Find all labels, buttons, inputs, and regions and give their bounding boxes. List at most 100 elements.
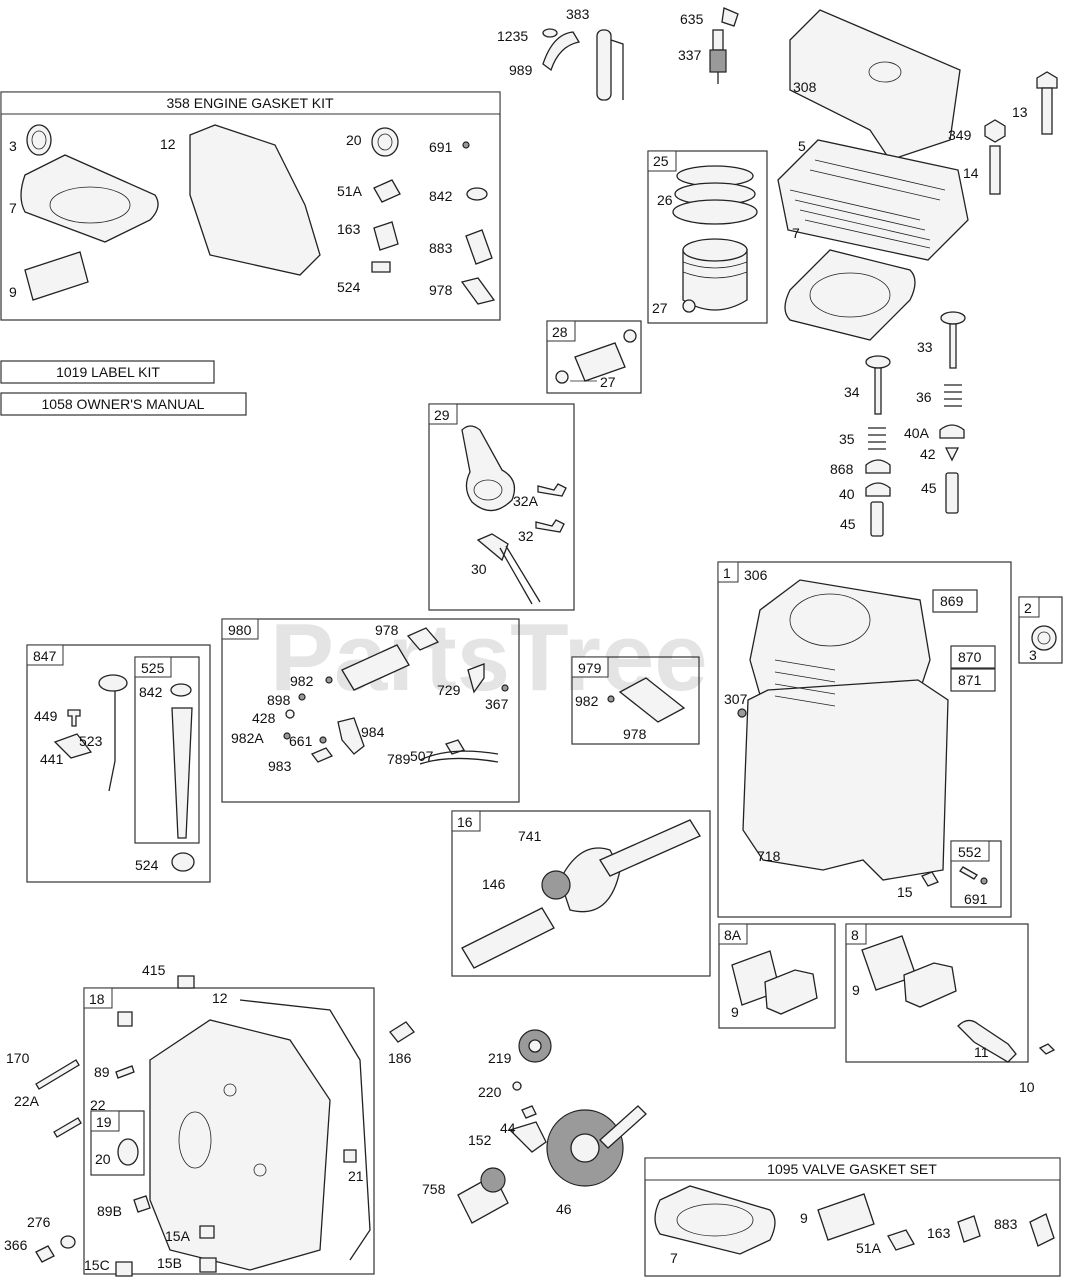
clip-27[interactable]: [682, 299, 696, 313]
gasket-163-set[interactable]: [957, 1215, 981, 1243]
crankcase-block[interactable]: [742, 679, 949, 881]
screw-449[interactable]: [67, 709, 81, 727]
spring-35[interactable]: [868, 427, 886, 450]
seal-524[interactable]: [371, 261, 391, 273]
seal-3-block[interactable]: [1031, 625, 1057, 651]
bolt-170[interactable]: 170: [6, 1050, 80, 1090]
retainer-40A[interactable]: [939, 424, 965, 439]
ring-26[interactable]: [672, 199, 758, 225]
connecting-rod[interactable]: [461, 425, 516, 512]
breather-tube-11[interactable]: [957, 1019, 1017, 1063]
screw-367[interactable]: [501, 684, 509, 692]
plug-15A[interactable]: [199, 1225, 215, 1239]
bolt-22[interactable]: [115, 1065, 135, 1079]
seal-20[interactable]: [371, 127, 399, 157]
bolt-32A[interactable]: [537, 483, 567, 497]
plug-89[interactable]: [117, 1011, 133, 1027]
cylinder-head-5[interactable]: 5: [777, 138, 969, 261]
breather-gasket-9-set[interactable]: [817, 1193, 875, 1241]
screw-982[interactable]: [325, 676, 333, 684]
dipper-30[interactable]: [476, 533, 509, 562]
cover-plate[interactable]: [618, 677, 686, 723]
washer-1235[interactable]: [542, 28, 558, 38]
dipstick-cap[interactable]: [98, 674, 128, 692]
plug-15C[interactable]: [115, 1261, 133, 1277]
washer-220[interactable]: [512, 1081, 522, 1091]
screw-10[interactable]: 10: [1019, 1043, 1056, 1095]
oring-842[interactable]: [466, 187, 488, 201]
starter-motor[interactable]: [341, 644, 410, 691]
plug-21[interactable]: [343, 1149, 357, 1163]
bolt-32[interactable]: [535, 519, 565, 533]
pin-clip-upper[interactable]: [623, 329, 637, 343]
plug-366[interactable]: [35, 1245, 55, 1263]
shroud-308[interactable]: 308: [789, 9, 961, 161]
pin-552[interactable]: [959, 866, 978, 880]
retainer-40[interactable]: [865, 482, 891, 497]
dipstick-523[interactable]: [108, 691, 116, 792]
tube-383[interactable]: [596, 29, 612, 101]
bolt-22A[interactable]: 22A: [14, 1093, 82, 1138]
oring-691[interactable]: [462, 141, 470, 149]
screw-661[interactable]: [319, 736, 327, 744]
seal-20-sump[interactable]: [117, 1138, 139, 1166]
sump-cover[interactable]: [149, 1019, 331, 1271]
plug-15B[interactable]: [199, 1257, 217, 1273]
clip-989[interactable]: [542, 31, 581, 72]
nut-349[interactable]: 349: [948, 119, 1006, 143]
washer-276[interactable]: [60, 1235, 76, 1249]
head-gasket-7-set[interactable]: [654, 1185, 776, 1255]
gasket-978-starter[interactable]: [406, 627, 440, 651]
solenoid-983[interactable]: [310, 747, 334, 763]
seal-868[interactable]: [865, 459, 891, 474]
plug-415[interactable]: [177, 975, 195, 989]
plug-337[interactable]: [709, 49, 727, 73]
valve-33-head[interactable]: [940, 311, 966, 325]
seal-3[interactable]: [26, 124, 52, 156]
plug-15[interactable]: [921, 871, 939, 887]
pin-clip-lower[interactable]: [555, 370, 569, 384]
guide-45-right[interactable]: [945, 472, 959, 514]
screw-898[interactable]: [298, 693, 306, 701]
seal-524-tube[interactable]: [171, 852, 195, 872]
stud-14[interactable]: 14: [963, 145, 1001, 195]
gasket-12[interactable]: [189, 124, 321, 276]
head-gasket-7[interactable]: 7: [784, 225, 916, 341]
breather-cover-8[interactable]: [903, 962, 957, 1008]
gasket-883-set[interactable]: [1029, 1213, 1055, 1247]
screw-982-plate[interactable]: [607, 695, 615, 703]
gasket-9[interactable]: [24, 251, 89, 301]
guide-45-left[interactable]: [870, 501, 884, 537]
oring-842-tube[interactable]: [170, 683, 192, 697]
bolt-307[interactable]: [737, 708, 747, 718]
crank-shaft-flywheel[interactable]: [599, 819, 701, 877]
oring-691-block[interactable]: [980, 877, 988, 885]
gasket-163[interactable]: [373, 221, 399, 251]
keeper-42[interactable]: [944, 447, 960, 462]
wrist-pin[interactable]: [574, 342, 626, 382]
crank-shaft-pto[interactable]: [461, 907, 555, 969]
nut-428[interactable]: [285, 709, 295, 719]
valve-34-head[interactable]: [865, 355, 891, 369]
screw-44[interactable]: [521, 1105, 537, 1119]
gasket-51A-set[interactable]: [887, 1229, 915, 1251]
gasket-883[interactable]: [465, 229, 493, 265]
gear-741[interactable]: [541, 870, 571, 900]
connector-507[interactable]: [445, 739, 465, 755]
gasket-51A[interactable]: [373, 179, 401, 203]
boot-635[interactable]: [721, 7, 739, 27]
gasket-7[interactable]: [20, 154, 159, 243]
clip-441[interactable]: [53, 733, 93, 759]
screw-982A[interactable]: [283, 732, 291, 740]
gasket-12-sump[interactable]: [239, 999, 371, 1261]
fitting-186[interactable]: 186: [388, 1021, 415, 1066]
bracket-729[interactable]: [467, 663, 485, 694]
bolt-13[interactable]: 13: [1012, 71, 1058, 135]
plug-89B[interactable]: [133, 1195, 151, 1213]
plate-984[interactable]: [337, 717, 365, 755]
gasket-978[interactable]: [460, 277, 496, 305]
arm-152[interactable]: [508, 1121, 547, 1153]
breather-cover-8A[interactable]: [764, 969, 818, 1015]
harness-789[interactable]: [419, 750, 499, 765]
dipstick-tube[interactable]: [171, 707, 193, 839]
